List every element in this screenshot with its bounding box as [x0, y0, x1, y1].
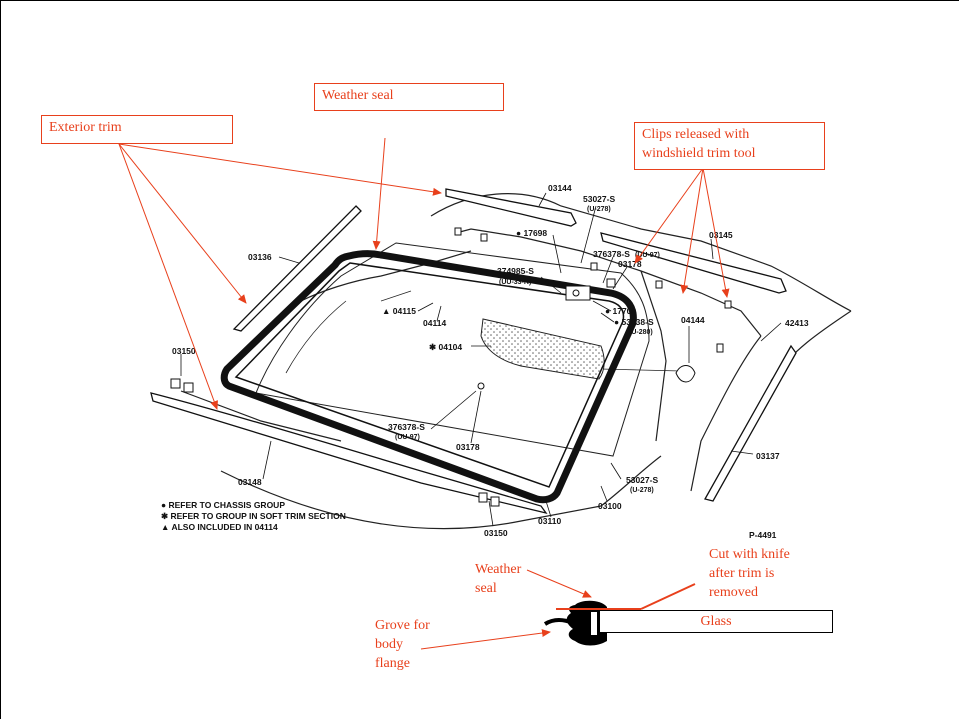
- detail-weather-line-2: seal: [475, 581, 497, 596]
- label-374985: 374985-S: [497, 266, 534, 276]
- label-17700: ● 17700: [605, 306, 636, 316]
- label-03178-mid: 03178: [456, 442, 480, 452]
- callout-clips-line-1: Clips released with: [642, 127, 750, 142]
- label-03178-top: 03178: [618, 259, 642, 269]
- callout-weather-seal: Weather seal: [314, 83, 504, 111]
- detail-grove-line-1: Grove for: [375, 618, 430, 633]
- label-42413: 42413: [785, 318, 809, 328]
- detail-grove-line-2: body: [375, 637, 403, 652]
- label-03136: 03136: [248, 252, 272, 262]
- detail-cut-line-1: Cut with knife: [709, 547, 790, 562]
- label-03148: 03148: [238, 477, 262, 487]
- callout-exterior-trim: Exterior trim: [41, 115, 233, 144]
- label-p4491: P-4491: [749, 530, 777, 540]
- label-53027-top: 53027-S: [583, 194, 615, 204]
- weather-seal-frame: [220, 250, 637, 504]
- label-53027-bot-sub: (U-278): [630, 487, 654, 494]
- sun-visor: [480, 318, 605, 380]
- detail-weather-seal-label: Weather seal: [475, 560, 521, 598]
- part-leader-lines: [180, 192, 782, 527]
- detail-grove-label: Grove for body flange: [375, 616, 430, 673]
- car-body-outline: [180, 193, 852, 530]
- detail-weather-line-1: Weather: [475, 562, 522, 577]
- label-376378-mid-sub: (UU-97): [395, 434, 420, 441]
- legend-line-1: ● REFER TO CHASSIS GROUP: [161, 500, 285, 510]
- label-53038: ● 53038-S: [614, 317, 654, 327]
- callout-exterior-trim-text: Exterior trim: [49, 120, 122, 135]
- label-374985-sub: (UU-33-K): [499, 279, 531, 286]
- exterior-trim-pieces: [150, 188, 797, 515]
- callout-weather-seal-text: Weather seal: [322, 88, 394, 103]
- detail-cut-label: Cut with knife after trim is removed: [709, 545, 790, 602]
- label-04114: 04114: [423, 318, 446, 328]
- label-04104: ✱ 04104: [429, 342, 462, 352]
- label-04115: ▲ 04115: [382, 306, 416, 316]
- label-03150-left: 03150: [172, 346, 196, 356]
- label-53027-top-sub: (U-278): [587, 206, 611, 213]
- label-376378-top-sub: (UU-97): [635, 252, 660, 259]
- label-53027-bot: 53027-S: [626, 475, 658, 485]
- label-376378-top: 376378-S: [593, 249, 630, 259]
- legend-line-2: ✱ REFER TO GROUP IN SOFT TRIM SECTION: [161, 511, 346, 521]
- detail-grove-line-3: flange: [375, 656, 410, 671]
- label-03137: 03137: [756, 451, 780, 461]
- clip-parts: [170, 227, 732, 507]
- detail-glass-box: Glass: [599, 610, 833, 633]
- label-03150-bot: 03150: [484, 528, 508, 538]
- label-03110: 03110: [538, 516, 561, 526]
- detail-glass-label: Glass: [700, 614, 732, 629]
- label-53038-sub: (U-280): [629, 329, 653, 336]
- label-04144: 04144: [681, 315, 705, 325]
- label-03145: 03145: [709, 230, 733, 240]
- label-03144: 03144: [548, 183, 572, 193]
- detail-cut-line-3: removed: [709, 585, 758, 600]
- detail-cut-line-2: after trim is: [709, 566, 775, 581]
- detail-arrows: [420, 569, 696, 650]
- label-03100: 03100: [598, 501, 622, 511]
- callout-clips-line-2: windshield trim tool: [642, 146, 756, 161]
- legend: ● REFER TO CHASSIS GROUP ✱ REFER TO GROU…: [161, 500, 346, 532]
- label-17698: ● 17698: [516, 228, 547, 238]
- annotation-arrows: [118, 137, 730, 410]
- seal-cross-section: [543, 600, 607, 646]
- label-376378-mid: 376378-S: [388, 422, 425, 432]
- legend-line-3: ▲ ALSO INCLUDED IN 04114: [161, 522, 278, 532]
- part-number-labels: 03144 53027-S (U-278) ● 17698 376378-S (…: [172, 183, 809, 540]
- callout-clips: Clips released with windshield trim tool: [634, 122, 825, 170]
